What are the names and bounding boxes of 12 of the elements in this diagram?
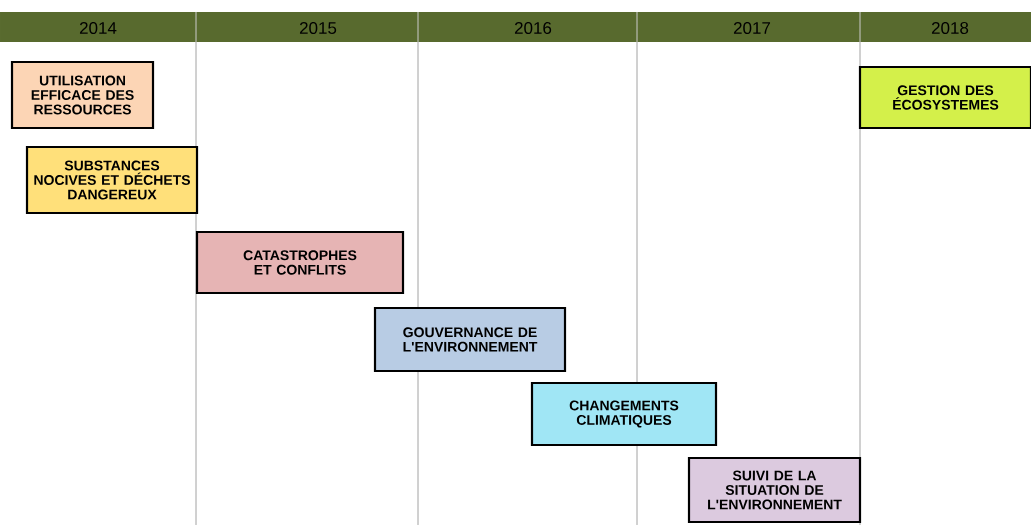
year-label: 2015 (299, 21, 337, 34)
year-label: 2016 (514, 21, 552, 34)
topic-box: GOUVERNANCE DE L'ENVIRONNEMENT (373, 306, 567, 373)
topic-box: UTILISATION EFFICACE DES RESSOURCES (10, 60, 155, 130)
topic-box: SUBSTANCES NOCIVES ET DÉCHETS DANGEREUX (25, 145, 199, 215)
topic-box: SUIVI DE LA SITUATION DE L'ENVIRONNEMENT (687, 456, 862, 524)
year-label: 2018 (931, 21, 969, 34)
topic-box: CATASTROPHES ET CONFLITS (195, 230, 405, 295)
topic-box: GESTION DES ÉCOSYSTEMES (858, 65, 1031, 130)
year-label: 2017 (733, 21, 771, 34)
topic-box: CHANGEMENTS CLIMATIQUES (530, 381, 718, 447)
year-label: 2014 (79, 21, 117, 34)
